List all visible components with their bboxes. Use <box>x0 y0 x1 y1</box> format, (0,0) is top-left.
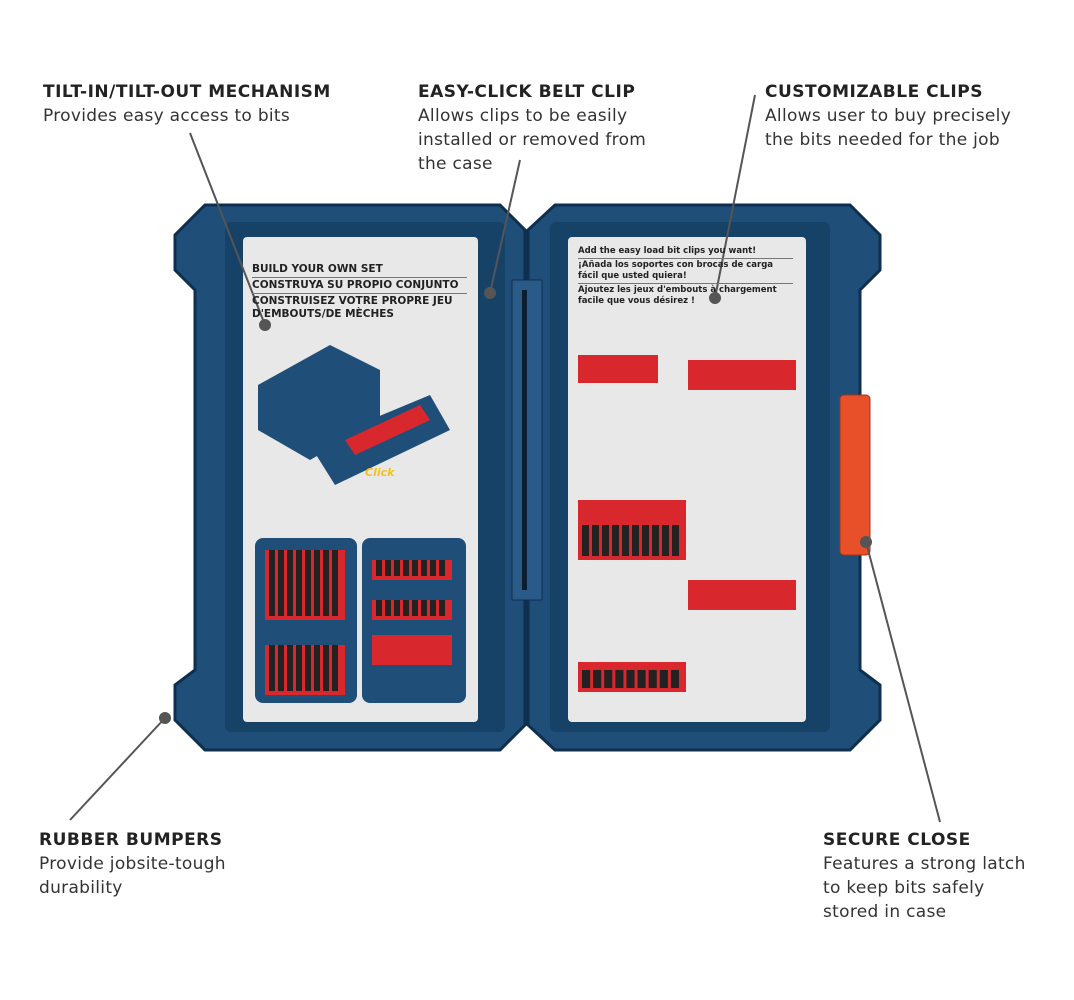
callout-title: RUBBER BUMPERS <box>39 830 223 850</box>
bit <box>296 645 302 691</box>
bit <box>421 560 427 576</box>
bit <box>376 600 382 616</box>
bit <box>672 525 679 556</box>
callout-title: CUSTOMIZABLE CLIPS <box>765 82 983 102</box>
bit <box>385 600 391 616</box>
bit <box>323 550 329 616</box>
bit <box>593 670 602 688</box>
bit-clip <box>372 635 452 665</box>
bit <box>430 560 436 576</box>
card-line: ¡Añada los soportes con brocas de carga … <box>578 259 793 284</box>
bit <box>615 670 624 688</box>
callout-desc: Provides easy access to bits <box>43 106 291 126</box>
bit <box>430 600 436 616</box>
bit <box>287 645 293 691</box>
bit <box>403 560 409 576</box>
callout-belt-clip: EASY-CLICK BELT CLIP Allows clips to be … <box>418 80 646 176</box>
bit <box>314 550 320 616</box>
callout-desc: Features a strong latch to keep bits saf… <box>823 854 1026 922</box>
click-label: Click <box>365 466 395 479</box>
card-line: CONSTRUISEZ VOTRE PROPRE JEU D'EMBOUTS/D… <box>252 295 453 320</box>
bit-clips <box>265 355 796 695</box>
bit <box>421 600 427 616</box>
bit <box>592 525 599 556</box>
bit <box>626 670 635 688</box>
card-line: Ajoutez les jeux d'embouts à chargement … <box>578 285 777 306</box>
left-card-text: BUILD YOUR OWN SET CONSTRUYA SU PROPIO C… <box>252 262 467 322</box>
bit <box>394 600 400 616</box>
bit <box>637 670 646 688</box>
callout-title: EASY-CLICK BELT CLIP <box>418 82 636 102</box>
bit <box>278 645 284 691</box>
bit <box>385 560 391 576</box>
bit <box>662 525 669 556</box>
callout-title: TILT-IN/TILT-OUT MECHANISM <box>43 82 331 102</box>
bit <box>376 560 382 576</box>
card-line: BUILD YOUR OWN SET <box>252 262 467 278</box>
latch <box>839 394 871 556</box>
bit-clip <box>688 360 796 390</box>
bit <box>604 670 613 688</box>
card-line: Add the easy load bit clips you want! <box>578 245 793 259</box>
bit <box>652 525 659 556</box>
callout-desc: Allows user to buy precisely the bits ne… <box>765 106 1012 150</box>
bit <box>394 560 400 576</box>
callout-desc: Provide jobsite-tough durability <box>39 854 226 898</box>
bit <box>278 550 284 616</box>
right-card-text: Add the easy load bit clips you want! ¡A… <box>578 245 793 308</box>
bit <box>439 600 445 616</box>
mini-case-illustration <box>258 345 450 485</box>
bit <box>582 525 589 556</box>
leader-lines <box>69 94 941 823</box>
bit <box>670 670 679 688</box>
bit <box>287 550 293 616</box>
callout-desc: Allows clips to be easily installed or r… <box>418 106 647 174</box>
bit <box>305 550 311 616</box>
bit <box>412 560 418 576</box>
bit <box>648 670 657 688</box>
card-line: CONSTRUYA SU PROPIO CONJUNTO <box>252 278 467 294</box>
bit <box>659 670 668 688</box>
bit <box>269 550 275 616</box>
bit <box>632 525 639 556</box>
bit <box>612 525 619 556</box>
bit <box>403 600 409 616</box>
callout-title: SECURE CLOSE <box>823 830 971 850</box>
bit <box>439 560 445 576</box>
bit-clip <box>688 580 796 610</box>
bit <box>332 645 338 691</box>
callout-bumpers: RUBBER BUMPERS Provide jobsite-tough dur… <box>39 828 226 900</box>
bit <box>323 645 329 691</box>
callout-tilt: TILT-IN/TILT-OUT MECHANISM Provides easy… <box>43 80 331 128</box>
hinge <box>511 279 543 601</box>
callout-secure: SECURE CLOSE Features a strong latch to … <box>823 828 1026 924</box>
bit <box>412 600 418 616</box>
bit <box>269 645 275 691</box>
bit <box>622 525 629 556</box>
bit <box>332 550 338 616</box>
bit <box>305 645 311 691</box>
bit <box>314 645 320 691</box>
bit <box>642 525 649 556</box>
bit <box>296 550 302 616</box>
bit-clip <box>578 355 658 383</box>
bit <box>602 525 609 556</box>
right-card <box>568 237 806 722</box>
callout-clips: CUSTOMIZABLE CLIPS Allows user to buy pr… <box>765 80 1011 152</box>
bit <box>582 670 591 688</box>
